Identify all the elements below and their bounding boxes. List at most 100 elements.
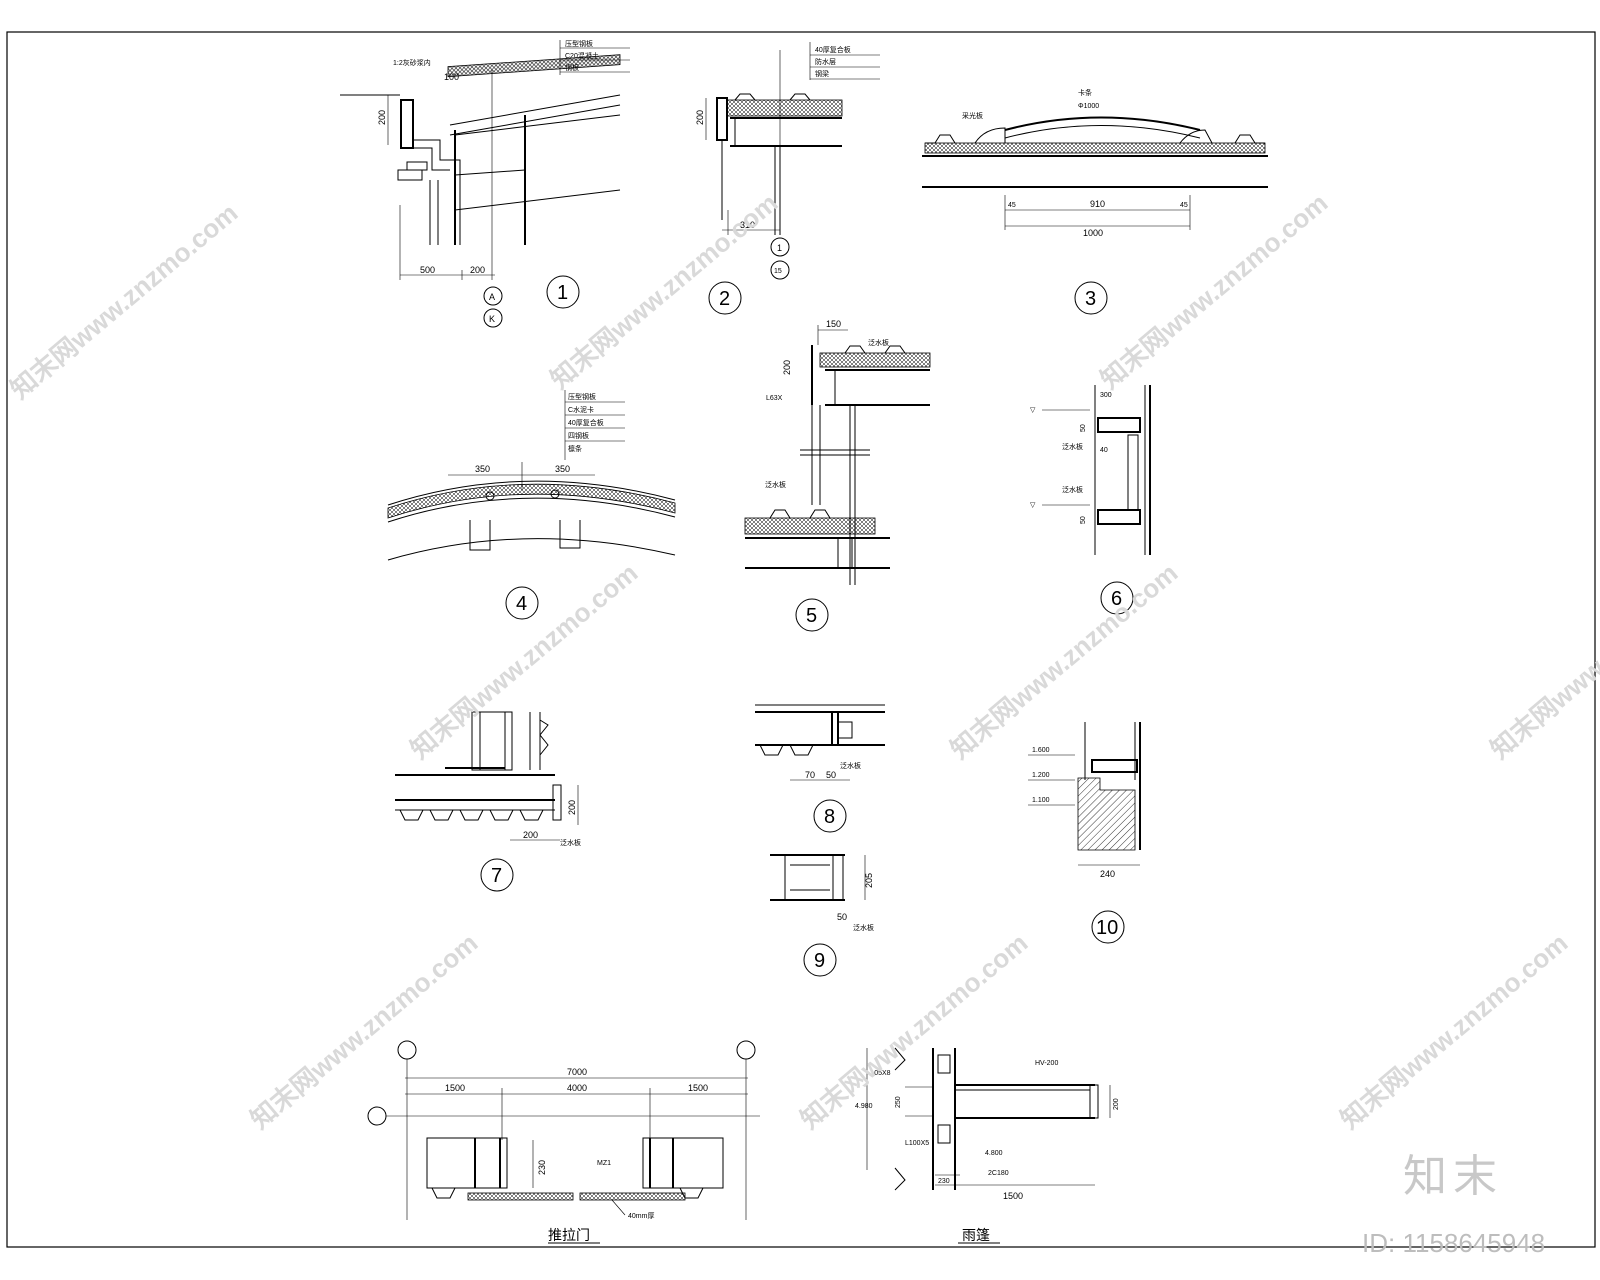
door-mark: MZ1 [597,1160,611,1167]
d10-level-1: 1.200 [1032,772,1050,779]
d4-number-bubble [505,586,539,620]
canopy-dim-200: 200 [1113,1098,1120,1110]
d5-dim-150: 150 [826,319,841,329]
d10-number-bubble [1091,910,1125,944]
d6-dim-40: 40 [1100,447,1108,454]
canopy-title: 雨篷 [962,1227,990,1243]
d9-number-bubble [803,943,837,977]
d4-label-0: 压型钢板 [568,392,596,401]
d10-level-0: 1.600 [1032,747,1050,754]
detail-8: 70 50 泛水板 8 [755,704,885,833]
d8-dim-50: 50 [826,770,836,780]
d2-label-0: 40厚复合板 [815,45,851,54]
door-note: 40mm厚 [628,1212,654,1220]
d3-dim-1000: 1000 [1083,228,1103,238]
watermark-2: 知末网www.znzmo.com [545,187,784,394]
detail-9: 205 50 泛水板 9 [770,854,874,977]
d6-label-0: 泛水板 [1062,442,1083,451]
canopy-label-2: L100X5 [905,1140,929,1147]
d1-dim-500: 500 [420,265,435,275]
d3-number-bubble [1074,281,1108,315]
watermark-5: 知末网www.znzmo.com [945,557,1184,764]
canopy-dim-250: 250 [895,1096,902,1108]
d1-grid-k: K [489,314,495,324]
d8-number-bubble [813,799,847,833]
d9-number: 9 [814,950,825,972]
d4-label-1: C水泥卡 [568,405,594,414]
d9-dim-50: 50 [837,912,847,922]
detail-2: 310 200 40厚复合板 防水层 钢梁 1 15 2 [695,42,880,315]
image-id: ID: 1158645948 [1362,1228,1546,1258]
watermark-9: 知末网www.znzmo.com [1335,927,1574,1134]
d8-number: 8 [824,806,835,828]
detail-1: 500 200 200 100 压型钢板 C20混凝土 钢板 1:2灰砂浆内 A… [340,39,630,328]
d6-label-1: 泛水板 [1062,485,1083,494]
watermark-7: 知末网www.znzmo.com [245,927,484,1134]
door-dim-height: 230 [537,1160,547,1175]
d1-dim-200v: 200 [377,110,387,125]
d4-dim-350b: 350 [555,464,570,474]
canopy-label-3: 2C180 [988,1170,1009,1177]
door-dim-overall: 7000 [567,1067,587,1077]
canopy-dim-230: 230 [938,1178,950,1185]
detail-7: 200 200 泛水板 7 [395,711,581,892]
d8-label-0: 泛水板 [840,761,861,770]
d3-dim-910: 910 [1090,199,1105,209]
d7-dim-200h: 200 [523,830,538,840]
door-dim-seg-0: 1500 [445,1083,465,1093]
d2-label-2: 钢梁 [815,69,829,78]
detail-10: 1.600 1.200 1.100 240 10 [1028,722,1141,944]
canopy-label-1: HV-200 [1035,1060,1058,1067]
d10-dim-240: 240 [1100,869,1115,879]
d3-label-0: 采光板 [962,111,983,120]
d1-label-3: 钢板 [565,63,579,72]
d3-dim-45a: 45 [1008,202,1016,209]
door-dim-seg-1: 4000 [567,1083,587,1093]
detail-3: 910 1000 45 45 采光板 卡条 Φ1000 3 [922,88,1268,315]
d3-label-1: 卡条 [1078,88,1092,97]
d1-number: 1 [557,282,568,304]
d1-label-2: C20混凝土 [565,51,599,60]
d5-number: 5 [806,605,817,627]
d9-dim-205: 205 [864,873,874,888]
d5-label-1: L63X [766,395,783,402]
d4-dim-350a: 350 [475,464,490,474]
d4-label-4: 檩条 [568,444,582,453]
d2-number: 2 [719,288,730,310]
d5-dim-200: 200 [782,360,792,375]
d7-dim-200v: 200 [567,800,577,815]
watermark-layer: 知末网www.znzmo.com 知末网www.znzmo.com 知末网www… [5,187,1600,1134]
d4-label-3: 四钢板 [568,431,589,440]
canopy-label-0: -105X8 [868,1070,891,1077]
d6-dim-50b: 50 [1080,516,1087,524]
d10-level-2: 1.100 [1032,797,1050,804]
d6-number: 6 [1111,588,1122,610]
d5-label-2: 泛水板 [765,480,786,489]
door-title: 推拉门 [548,1227,590,1243]
d5-number-bubble [795,598,829,632]
d2-dim-310: 310 [740,220,755,230]
d4-number: 4 [516,593,527,615]
d4-label-2: 40厚复合板 [568,418,604,427]
d1-number-bubble [546,275,580,309]
d2-dim-200: 200 [695,110,705,125]
d6-dim-300: 300 [1100,392,1112,399]
detail-6: ▽ ▽ 300 50 40 50 泛水板 泛水板 6 [1030,385,1151,615]
detail-4: 350 350 压型钢板 C水泥卡 40厚复合板 四钢板 檩条 4 [387,390,676,620]
canopy-section: -105X8 HV-200 L100X5 2C180 4.980 4.800 2… [855,1047,1120,1244]
d7-number-bubble [480,858,514,892]
d1-dim-100: 100 [444,72,459,82]
canopy-level-0: 4.980 [855,1103,873,1110]
d1-label-0: 1:2灰砂浆内 [393,58,431,67]
d3-label-2: Φ1000 [1078,103,1099,110]
d6-number-bubble [1100,581,1134,615]
d3-dim-45b: 45 [1180,202,1188,209]
d10-number: 10 [1096,917,1118,939]
watermark-6: 知末网www.znzmo.com [1485,557,1600,764]
d5-label-0: 泛水板 [868,338,889,347]
d2-label-1: 防水层 [815,57,836,66]
d2-grid-15: 15 [774,268,782,275]
watermark-1: 知末网www.znzmo.com [5,197,244,404]
d1-dim-200: 200 [470,265,485,275]
